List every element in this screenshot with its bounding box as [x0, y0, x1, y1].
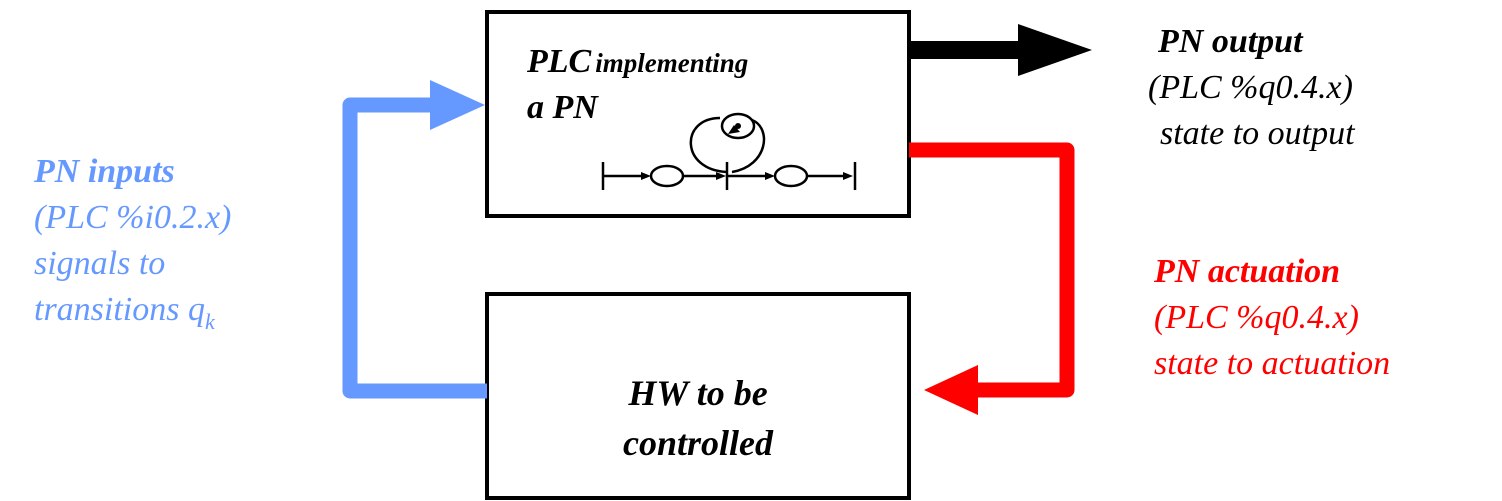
output-desc: state to output [1160, 115, 1355, 152]
hw-line1: HW to be [628, 373, 768, 413]
hw-line2: controlled [623, 423, 773, 463]
plc-title-line2: a PN [527, 89, 598, 126]
hw-box [485, 292, 911, 500]
inputs-desc-2-subscript: k [204, 309, 215, 334]
output-label: PN output (PLC %q0.4.x) state to output [1148, 22, 1355, 154]
actuation-title: PN actuation [1154, 253, 1341, 290]
hw-box-label: HW to be controlled [487, 368, 909, 468]
inputs-label: PN inputs (PLC %i0.2.x) signals to trans… [34, 152, 232, 334]
actuation-desc: state to actuation [1154, 345, 1391, 382]
inputs-desc-2: transitions qk [34, 290, 231, 334]
plc-title-main: PLC [527, 43, 592, 80]
input-feedback-arrow [342, 80, 487, 399]
output-title: PN output [1158, 23, 1303, 60]
plc-box-title: PLC implementing a PN [527, 42, 748, 128]
output-arrow [909, 24, 1092, 76]
inputs-address: (PLC %i0.2.x) [34, 199, 232, 236]
place-2 [773, 164, 809, 188]
token [735, 123, 741, 129]
output-address: (PLC %q0.4.x) [1148, 69, 1353, 106]
actuation-label: PN actuation (PLC %q0.4.x) state to actu… [1154, 252, 1391, 384]
petri-net-sketch [601, 112, 857, 190]
actuation-arrow [909, 142, 1075, 415]
place-1 [649, 164, 685, 188]
plc-title-rest: implementing [595, 48, 749, 78]
inputs-desc-2-main: transitions q [34, 291, 205, 328]
inputs-desc-1: signals to [34, 245, 166, 282]
actuation-address: (PLC %q0.4.x) [1154, 299, 1359, 336]
plc-box [485, 10, 911, 218]
inputs-title: PN inputs [34, 153, 175, 190]
